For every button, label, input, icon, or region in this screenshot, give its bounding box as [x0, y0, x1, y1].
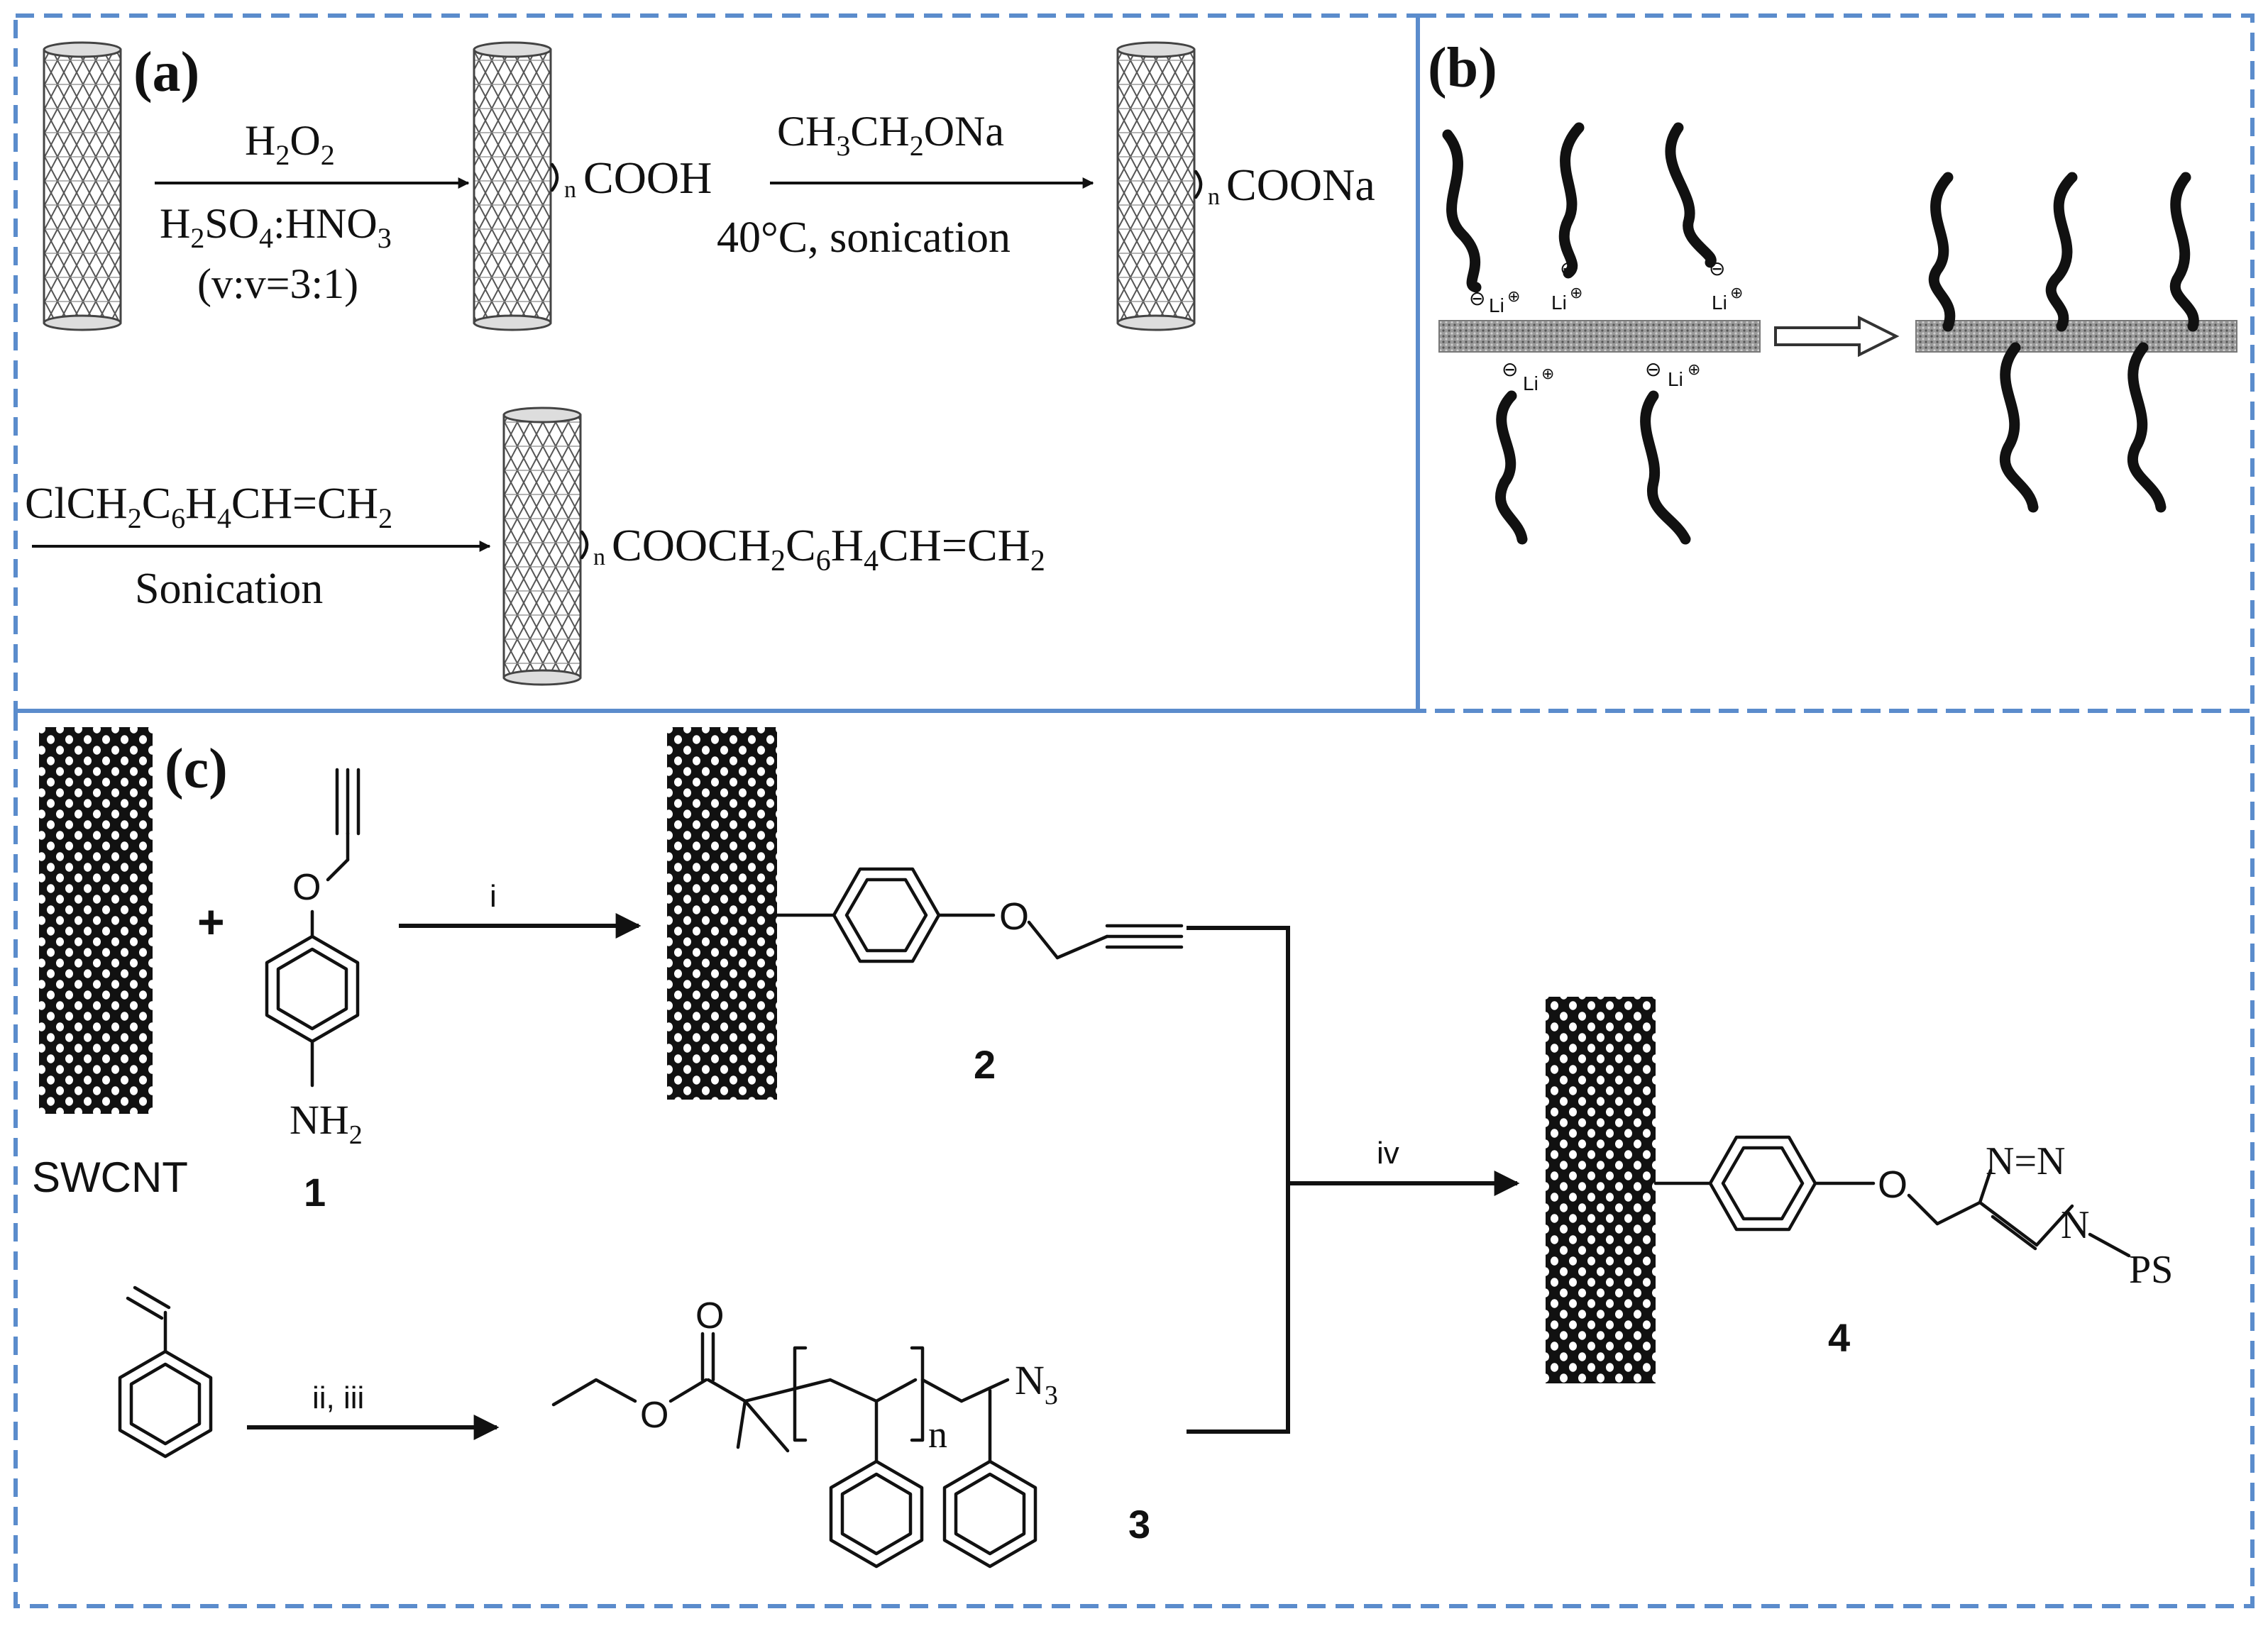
plus-sign: +	[197, 895, 225, 948]
panel-b-border	[1416, 13, 2255, 713]
acid-mix-label: H2SO4:HNO3	[160, 200, 392, 254]
graphene-sheet-left	[1438, 320, 1761, 353]
transform-arrow	[1774, 315, 1900, 358]
condition-sonication-40c: 40°C, sonication	[717, 214, 1011, 262]
li-charge: ⊕	[1730, 284, 1743, 302]
reagent-i: i	[490, 879, 497, 914]
c4-oxygen: O	[1878, 1163, 1908, 1206]
anion-charge: ⊖	[1645, 358, 1661, 380]
lithium-ions: ⊖ Li ⊕ ⊖ Li ⊕ ⊖ Li ⊕ ⊖ Li ⊕ ⊖ Li ⊕	[1469, 258, 1743, 394]
c1-oxygen: O	[292, 867, 321, 908]
li-ion-label: Li	[1523, 372, 1538, 394]
swcnt-tube	[39, 727, 153, 1114]
ethoxide-label: CH3CH2ONa	[777, 108, 1004, 162]
compound-1-number: 1	[304, 1170, 326, 1215]
graphene-sheet-right	[1915, 320, 2237, 353]
compound-1: O NH2 1	[265, 768, 363, 1215]
repeat-n-1: n	[564, 177, 576, 203]
grafted-chain	[1999, 342, 2039, 513]
repeat-n-2: n	[1208, 184, 1220, 210]
compound-2-number: 2	[974, 1042, 996, 1087]
panel-borders	[13, 13, 2255, 1608]
panel-c: (c) SWCNT + O NH2 1 i	[32, 727, 2173, 1569]
c1-amine: NH2	[290, 1097, 363, 1150]
anion-charge: ⊖	[1502, 358, 1518, 380]
merge-bracket	[1187, 926, 1290, 1434]
swcnt-label: SWCNT	[32, 1154, 188, 1201]
li-ion-label: Li	[1712, 292, 1727, 314]
grafted-chain	[1928, 172, 1956, 332]
swcnt-tube	[667, 727, 777, 1100]
panel-c-border	[13, 709, 2255, 1608]
grafted-chain	[2127, 342, 2167, 513]
mwcnt-3	[1116, 41, 1196, 331]
panel-b-label: (b)	[1428, 37, 1497, 99]
li-charge: ⊕	[1507, 287, 1520, 305]
panel-a-label: (a)	[133, 41, 199, 104]
li-charge: ⊕	[1688, 360, 1700, 378]
c3-repeat-n: n	[928, 1413, 947, 1456]
product-coona: COONa	[1226, 160, 1375, 210]
c3-azide: N3	[1015, 1357, 1058, 1410]
vinylbenzyl-chloride-label: ClCH2C6H4CH=CH2	[25, 480, 392, 534]
li-ion-label: Li	[1668, 368, 1683, 390]
c4-ps-substituent: PS	[2129, 1248, 2173, 1292]
grafted-chain	[2045, 172, 2078, 332]
compound-3: O O n N3 3	[551, 1295, 1150, 1569]
li-ion-label: Li	[1489, 294, 1504, 316]
repeat-n-3: n	[593, 544, 605, 570]
polymer-chain	[1494, 390, 1528, 545]
styrene	[118, 1285, 213, 1459]
reagent-ii-iii: ii, iii	[312, 1381, 364, 1415]
li-charge: ⊕	[1541, 365, 1554, 382]
c2-oxygen: O	[999, 895, 1029, 938]
mwcnt-2	[473, 41, 552, 331]
polymer-chain	[1442, 129, 1482, 293]
h2o2-label: H2O2	[245, 117, 335, 171]
product-vinylbenzyl-ester: COOCH2C6H4CH=CH2	[612, 520, 1045, 577]
mwcnt-4	[502, 406, 582, 686]
polymer-chain	[1558, 122, 1585, 279]
anion-charge: ⊖	[1709, 258, 1725, 280]
product-cooh: COOH	[583, 153, 712, 203]
ratio-label: (v:v=3:1)	[197, 260, 358, 307]
li-charge: ⊕	[1570, 284, 1582, 302]
swcnt-tube	[1546, 997, 1656, 1383]
condition-sonication: Sonication	[135, 565, 323, 613]
polymer-chain	[1665, 122, 1717, 268]
panel-b: (b) ⊖ Li ⊕ ⊖ Li ⊕ ⊖ Li ⊕ ⊖ Li ⊕ ⊖	[1428, 37, 2237, 545]
anion-charge: ⊖	[1469, 287, 1485, 309]
compound-2: O 2	[667, 727, 1184, 1100]
panel-a: (a) H2O2 H2SO4:HNO3 (v:v=3:1) n COOH CH3…	[25, 41, 1375, 686]
panel-c-label: (c)	[165, 738, 228, 800]
polymer-chain	[1640, 390, 1691, 545]
c4-triazole-n1: N	[2061, 1203, 2089, 1247]
compound-4-number: 4	[1828, 1315, 1850, 1360]
anion-charge: ⊖	[1560, 258, 1576, 280]
c3-carbonyl-oxygen: O	[695, 1295, 724, 1337]
grafted-chain	[2169, 172, 2199, 332]
compound-3-number: 3	[1128, 1502, 1150, 1547]
li-ion-label: Li	[1551, 292, 1567, 314]
mwcnt-1	[43, 41, 122, 331]
reagent-iv: iv	[1377, 1136, 1399, 1171]
compound-4: O N=N N PS 4	[1546, 997, 2173, 1383]
c3-ester-oxygen: O	[640, 1395, 668, 1436]
c4-triazole-nn: N=N	[1986, 1139, 2065, 1183]
